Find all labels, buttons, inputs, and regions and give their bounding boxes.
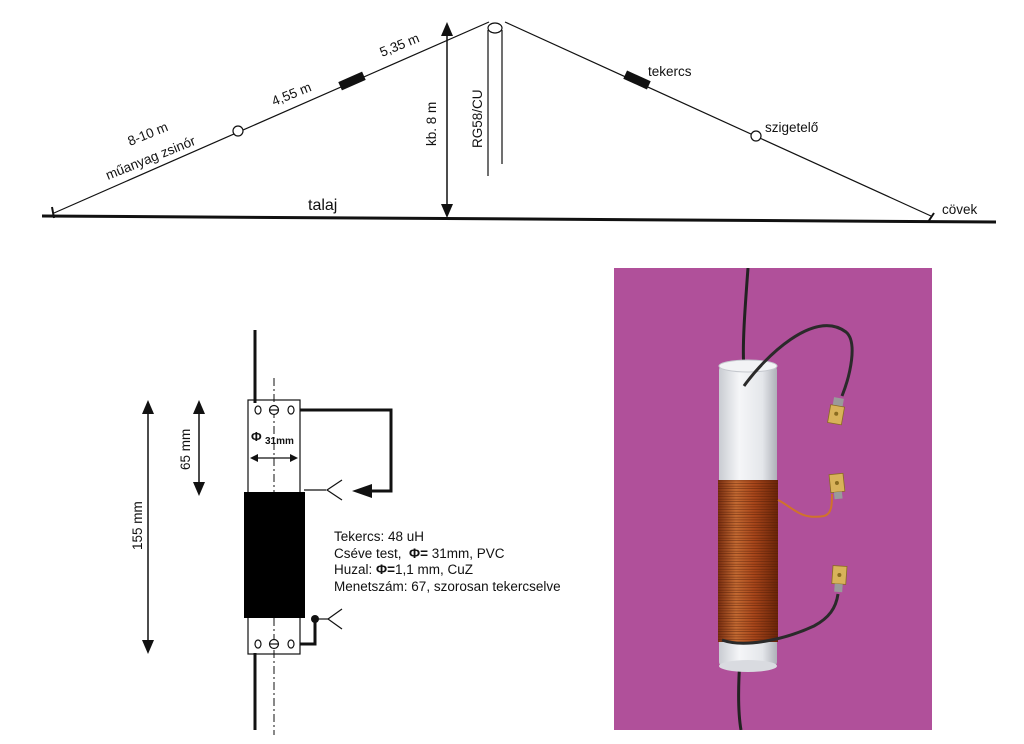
segment-outer-label: 5,35 m — [378, 30, 422, 59]
left-stake — [51, 206, 55, 219]
spec-wire: Huzal: Φ=1,1 mm, CuZ — [334, 562, 474, 577]
middle-tap-wire — [777, 493, 833, 518]
top-antenna-wire — [741, 268, 750, 369]
stake-label: cövek — [942, 202, 978, 217]
segment-inner-label: 4,55 m — [270, 79, 314, 108]
coil-label: tekercs — [648, 64, 692, 79]
coil-photo-illustration — [718, 268, 854, 730]
top-spade-lug — [827, 397, 845, 426]
insulator-label: szigetelő — [765, 120, 818, 135]
diameter-symbol: Φ — [251, 429, 262, 444]
height-label: kb. 8 m — [424, 102, 439, 146]
right-wire — [504, 21, 932, 217]
feedline-label: RG58/CU — [470, 89, 485, 148]
spec-former: Cséve test, Φ= 31mm, PVC — [334, 545, 505, 561]
coil-drawing — [244, 330, 393, 735]
left-insulator — [232, 125, 244, 137]
spec-turns: Menetszám: 67, szorosan tekercselve — [334, 578, 561, 594]
feedline-coax — [487, 22, 503, 176]
middle-spade-lug — [828, 472, 846, 500]
total-length-arrow — [142, 400, 154, 654]
total-length-label: 155 mm — [130, 501, 145, 550]
tap-length-arrow — [193, 400, 205, 496]
diameter-value: 31mm — [265, 436, 294, 447]
height-arrow — [441, 22, 453, 218]
coil-photo — [614, 268, 932, 730]
spec-inductance: Tekercs: 48 uH — [334, 529, 425, 544]
left-wire — [53, 21, 490, 214]
right-coil — [623, 70, 651, 90]
bottom-lead-wire — [721, 593, 840, 645]
tap-length-label: 65 mm — [178, 429, 193, 470]
coil-winding-block — [244, 492, 305, 618]
coil-specs: Tekercs: 48 uH Cséve test, Φ= 31mm, PVC … — [334, 529, 561, 595]
left-coil — [338, 71, 366, 91]
ground-label: talaj — [308, 197, 337, 214]
top-lead-wire — [742, 324, 854, 397]
ground-line — [41, 214, 997, 224]
right-stake — [927, 212, 935, 223]
right-insulator — [750, 130, 762, 142]
bottom-spade-lug — [831, 565, 848, 593]
